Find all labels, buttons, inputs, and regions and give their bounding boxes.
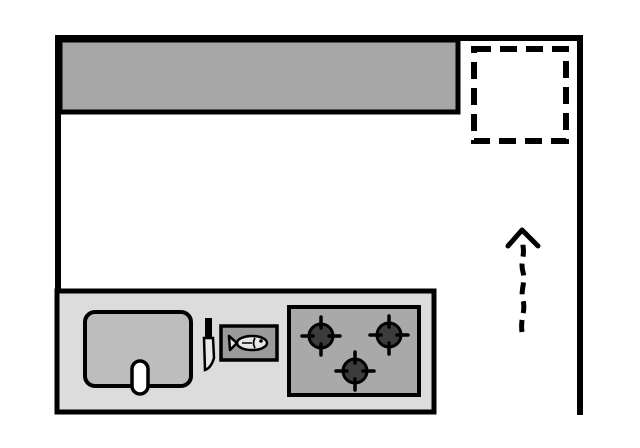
gas-burner-icon [334,350,376,392]
fish-icon [227,334,269,352]
dashed-square-target [471,46,569,144]
knife-icon [202,318,216,372]
upper-counter [57,37,461,115]
gas-burner-icon [368,314,410,356]
walking-path-arrow [505,227,541,333]
path-dashes [519,240,527,333]
fish-tail [227,334,239,352]
arrowhead [505,227,541,249]
knife-blade [202,336,216,372]
fish-eye [259,339,263,343]
gas-burner-icon [300,315,342,357]
burners [300,314,410,392]
sink-icon [83,310,193,396]
faucet-icon [130,359,150,396]
cutting-board [219,324,279,362]
knife-handle [205,318,212,338]
stove-icon [287,305,421,397]
fish-gill [252,337,256,349]
